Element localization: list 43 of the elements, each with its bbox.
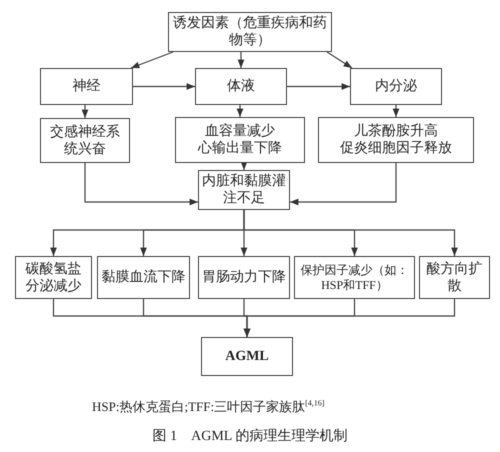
process-box <box>40 68 133 105</box>
box-text: 保护因子减少（如：HSP和TFF） <box>300 262 410 292</box>
arrow <box>130 51 174 69</box>
process-box <box>350 68 442 105</box>
process-box <box>15 256 92 299</box>
process-box <box>97 256 190 299</box>
box-text: 体液 <box>226 78 256 95</box>
arrow <box>84 163 198 206</box>
box-text: 神经 <box>72 78 102 95</box>
arrow <box>236 105 244 117</box>
box-text: 黏膜血流下降 <box>100 269 186 286</box>
arrow <box>240 162 248 170</box>
box-text: 儿茶酚胺升高 <box>353 123 439 140</box>
process-box <box>175 117 305 163</box>
process-box <box>198 256 290 299</box>
box-text: 胃肠动力下降 <box>201 269 287 286</box>
process-box <box>201 337 293 376</box>
box-text: 血容量减少 <box>204 123 276 140</box>
caption: 图 1 AGML 的病理生理学机制 <box>152 428 348 445</box>
arrow <box>290 163 397 206</box>
arrow <box>238 52 244 68</box>
footnote: HSP:热休克蛋白;TFF:三叶因子家族肽$^{[4,16]}$ <box>92 398 324 416</box>
process-box <box>294 256 415 299</box>
arrow <box>287 83 350 90</box>
arrow <box>392 105 400 117</box>
arrow <box>244 299 456 337</box>
process-box <box>419 256 490 299</box>
box-text: 交感神经系统兴奋 <box>49 124 121 158</box>
box-text: 促炎细胞因子释放 <box>339 140 453 157</box>
box-text: AGML <box>224 348 270 365</box>
process-box <box>195 68 287 105</box>
box-text: 碳酸氢盐分泌减少 <box>24 260 82 294</box>
box-text: 心输出量下降 <box>196 140 283 157</box>
box-text: 诱发因素（危重疾病和药物等） <box>172 15 328 49</box>
process-box <box>318 117 474 163</box>
box-text: 内分泌 <box>374 78 418 95</box>
arrow <box>82 105 88 118</box>
arrow <box>133 83 195 90</box>
box-text: 酸方向扩散 <box>426 260 484 294</box>
process-box <box>40 118 130 163</box>
arrow <box>326 52 352 68</box>
box-text: 内脏和黏膜灌注不足 <box>201 173 287 207</box>
arrow <box>243 210 458 256</box>
